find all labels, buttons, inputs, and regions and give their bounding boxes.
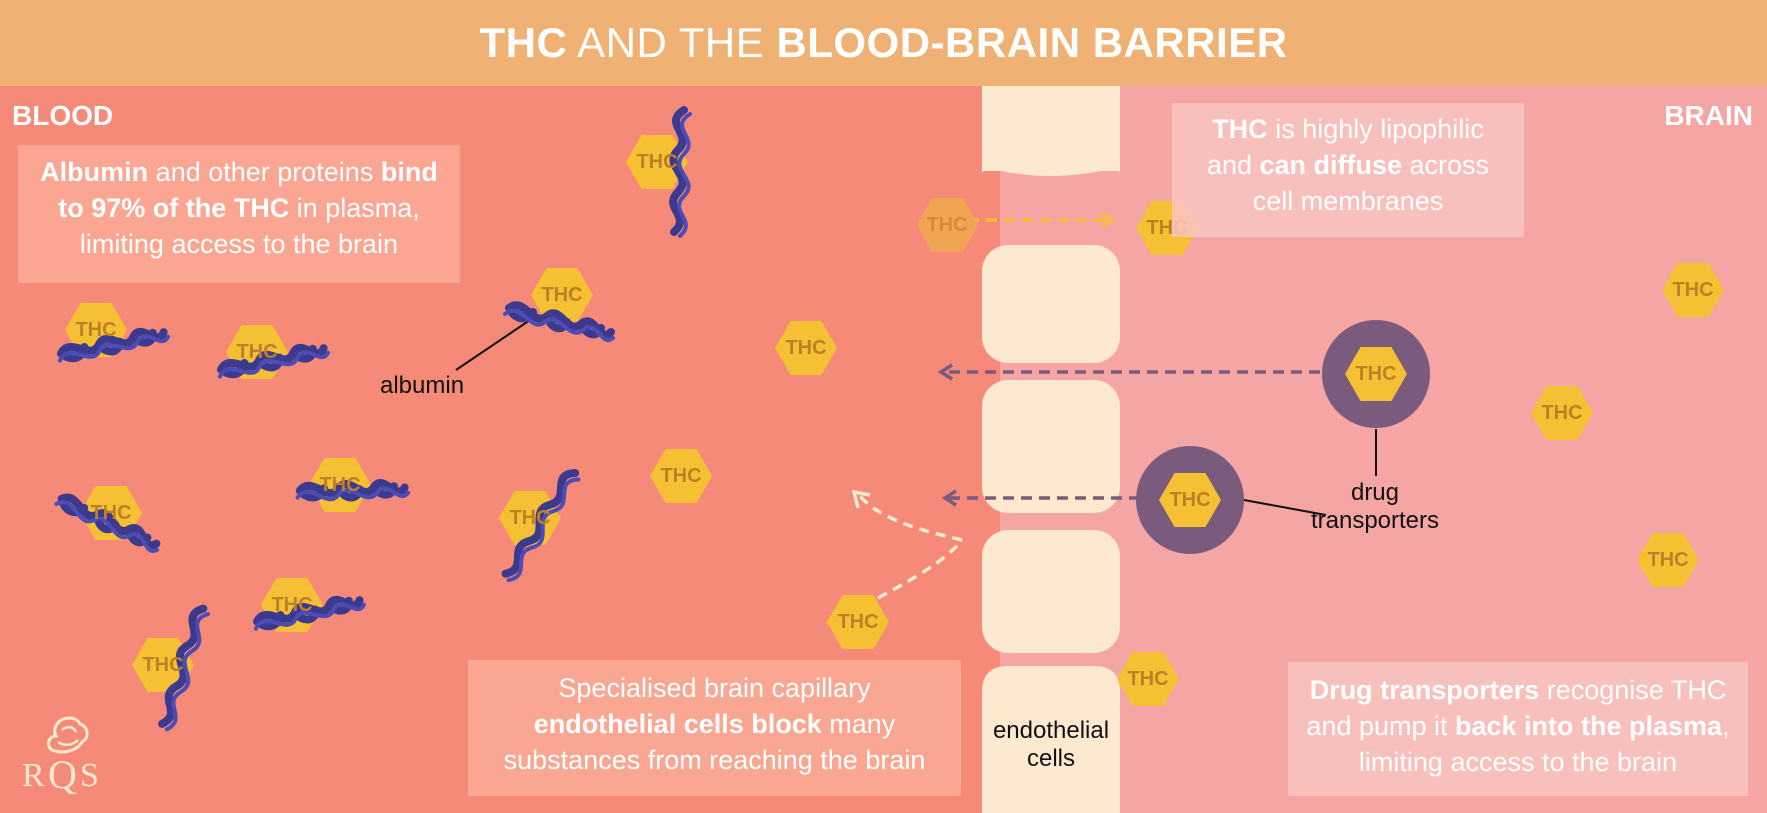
box-text: THC <box>1212 114 1268 144</box>
diffusion-arrow <box>968 211 1116 229</box>
title-part-2: AND THE <box>567 19 777 66</box>
albumin-leader-line <box>455 319 531 371</box>
albumin-info-box: Albumin and other proteins bind to 97% o… <box>18 145 460 283</box>
box-text: Specialised brain capillary <box>558 673 871 703</box>
title-part-3: BLOOD-BRAIN BARRIER <box>776 19 1288 66</box>
box-text: in plasma, <box>289 193 420 223</box>
box-text: and <box>1206 150 1260 180</box>
thc-label: THC <box>236 341 278 363</box>
box-text: can diffuse <box>1259 150 1403 180</box>
svg-text:Q: Q <box>48 752 77 794</box>
brain-label: BRAIN <box>1664 100 1753 131</box>
title-part-1: THC <box>479 19 568 66</box>
box-text: Albumin <box>40 157 149 187</box>
thc-label: THC <box>90 502 132 524</box>
box-text: and pump it <box>1306 711 1455 741</box>
efflux-arrow-lower <box>941 489 1140 507</box>
thc-label: THC <box>1169 489 1211 511</box>
box-text: limiting access to the brain <box>79 229 399 259</box>
lipophilic-info-box: THC is highly lipophilic and can diffuse… <box>1172 103 1524 237</box>
box-text: is highly lipophilic <box>1267 114 1484 144</box>
thc-label: THC <box>142 654 184 676</box>
box-text: cell membranes <box>1252 186 1444 216</box>
transporter-info-box: Drug transporters recognise THC and pump… <box>1288 662 1748 796</box>
box-text: and other proteins <box>148 157 381 187</box>
thc-label: THC <box>1541 402 1583 424</box>
svg-text:R: R <box>22 757 45 794</box>
box-text: bind <box>380 157 438 187</box>
blood-label: BLOOD <box>12 100 114 131</box>
thc-label: THC <box>319 474 361 496</box>
albumin-label: albumin <box>380 372 465 399</box>
thc-label: THC <box>271 594 313 616</box>
box-text: many <box>821 709 896 739</box>
thc-label: THC <box>660 465 702 487</box>
box-text: across <box>1402 150 1490 180</box>
thc-label: THC <box>1127 668 1169 690</box>
box-text: Drug transporters <box>1309 675 1540 705</box>
thc-label: THC <box>926 214 968 236</box>
box-text: , <box>1722 711 1730 741</box>
svg-text:S: S <box>80 757 99 794</box>
endothelial-cell-icon <box>982 86 1120 813</box>
endothelial-cells-label: endothelial cells <box>992 717 1110 772</box>
drug-transporter-icon <box>1322 320 1430 428</box>
thc-label: THC <box>1672 279 1714 301</box>
efflux-arrow-upper <box>937 363 1320 381</box>
box-text: back into the plasma <box>1455 711 1723 741</box>
endothelial-info-box: Specialised brain capillary endothelial … <box>468 660 961 796</box>
blocked-arrow <box>851 489 964 600</box>
title-bar: THC AND THE BLOOD-BRAIN BARRIER <box>0 0 1767 86</box>
drug-transporters-label: drug transporters <box>1310 479 1440 534</box>
thc-label: THC <box>636 151 678 173</box>
box-text: endothelial cells block <box>533 709 822 739</box>
box-text: to 97% of the THC <box>58 193 290 223</box>
transporter-leader-line <box>1243 499 1327 516</box>
box-text: substances from reaching the brain <box>503 745 926 775</box>
thc-label: THC <box>837 611 879 633</box>
drug-transporter-icon <box>1136 446 1244 554</box>
thc-hexagon-icon <box>650 198 1724 706</box>
thc-label: THC <box>75 319 117 341</box>
rqs-lion-logo-icon: R Q S <box>22 716 99 794</box>
thc-label: THC <box>509 507 551 529</box>
thc-label: THC <box>541 284 583 306</box>
box-text: recognise THC <box>1539 675 1727 705</box>
box-text: limiting access to the brain <box>1358 747 1678 777</box>
thc-label: THC <box>785 337 827 359</box>
thc-label: THC <box>1647 549 1689 571</box>
thc-label: THC <box>1355 363 1397 385</box>
